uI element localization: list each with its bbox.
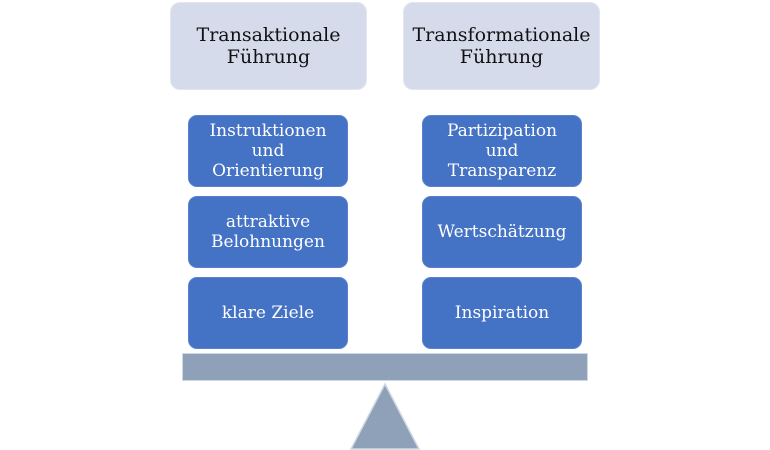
right-item-3: Inspiration: [422, 277, 582, 349]
right-item-1: Partizipation und Transparenz: [422, 115, 582, 187]
scale-fulcrum: [349, 382, 421, 450]
header-transformational: Transformationale Führung: [403, 2, 600, 90]
left-item-2: attraktive Belohnungen: [188, 196, 348, 268]
scale-beam: [182, 353, 588, 381]
left-item-1: Instruktionen und Orientierung: [188, 115, 348, 187]
right-item-2: Wertschätzung: [422, 196, 582, 268]
header-transactional: Transaktionale Führung: [170, 2, 367, 90]
left-item-3: klare Ziele: [188, 277, 348, 349]
